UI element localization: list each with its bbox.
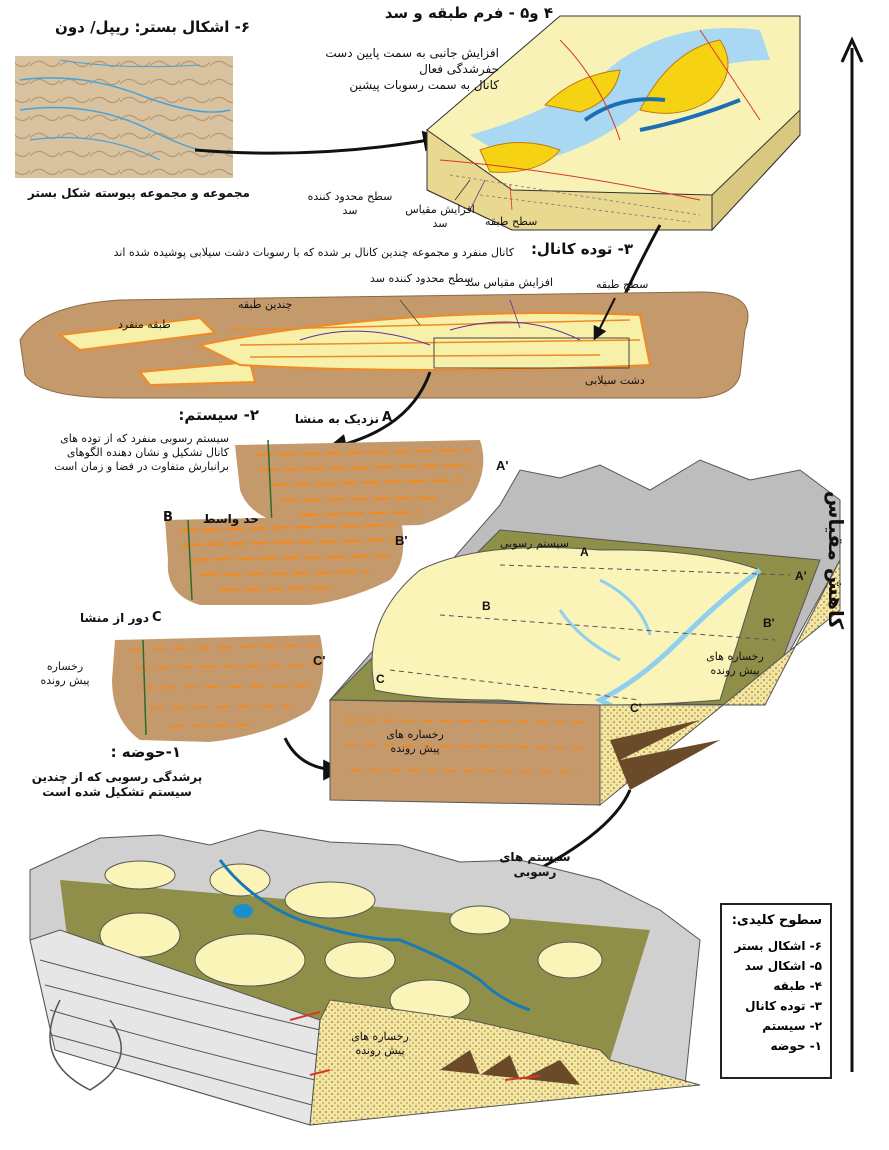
bar-increment-label: افزایش مقیاس سد — [400, 203, 480, 231]
bar-bedset-label: سطح طبقه — [485, 215, 537, 229]
label-c-prime: C' — [313, 653, 325, 668]
level3-title: ۳- توده کانال: — [531, 240, 633, 259]
block-letter-a-prime: A' — [795, 569, 807, 583]
level1-title: ۱-حوضه : — [111, 743, 181, 762]
level45-title: ۴ و۵ - فرم طبقه و سد — [385, 4, 553, 23]
legend-item: ۲- سیستم — [730, 1016, 822, 1036]
system-section-a — [235, 440, 483, 528]
letter-b-label: B — [163, 510, 173, 526]
label-a-prime: A' — [496, 458, 508, 473]
legend-item: ۱- حوضه — [730, 1036, 822, 1056]
block-letter-b: B — [482, 599, 491, 613]
multistory-label: چندین طبقه — [238, 298, 292, 312]
basin-systems-label: سیستم های رسوبی — [490, 850, 580, 880]
legend-title: سطوح کلیدی: — [730, 913, 822, 928]
level45-desc-2: حفرشدگی فعال — [419, 62, 499, 77]
level6-title: ۶- اشکال بستر: ریپل/ دون — [55, 18, 250, 37]
level1-desc: پرشدگی رسوبی که از چندین سیستم تشکیل شده… — [22, 770, 212, 800]
legend-item: ۳- توده کانال — [730, 996, 822, 1016]
channel-bar-surface-label: سطح محدود کننده سد — [370, 272, 473, 286]
legend-item: ۵- اشکال سد — [730, 956, 822, 976]
basin-facies-label: رخساره های پیش رونده — [335, 1030, 425, 1058]
distal-label: دور از منشا — [80, 611, 149, 626]
prograding-facies-label: رخساره پیش رونده — [30, 660, 100, 688]
medial-label: حد واسط — [203, 512, 259, 527]
block-letter-a: A — [580, 545, 589, 559]
block-letter-c: C — [376, 672, 385, 686]
block-facies-side-label: رخساره های پیش رونده — [695, 650, 775, 678]
system-section-b — [165, 515, 403, 605]
label-b-prime: B' — [395, 533, 407, 548]
block-letter-b-prime: B' — [763, 616, 775, 630]
level45-desc-1: افزایش جانبی به سمت پایین دست — [325, 46, 499, 61]
level2-desc: سیستم رسوبی منفرد که از توده های کانال ت… — [54, 432, 229, 473]
level3-desc: کانال منفرد و مجموعه چندین کانال بر شده … — [114, 246, 514, 260]
key-surfaces-legend: سطوح کلیدی: ۶- اشکال بستر ۵- اشکال سد ۴-… — [720, 903, 832, 1079]
letter-c-label: C — [152, 610, 162, 626]
scale-axis-label: کاهش مقیاس — [824, 491, 848, 629]
floodplain-label: دشت سیلابی — [585, 374, 645, 388]
channel-bedset-label: سطح طبقه — [596, 278, 648, 292]
letter-a-label: A — [382, 410, 392, 426]
block-letter-c-prime: C' — [630, 701, 642, 715]
level2-title: ۲- سیستم: — [178, 406, 259, 425]
proximal-label: نزدیک به منشا — [295, 412, 379, 427]
legend-item: ۴- طبقه — [730, 976, 822, 996]
block-facies-front-label: رخساره های پیش رونده — [370, 728, 460, 756]
single-story-label: طبقه منفرد — [118, 318, 171, 332]
channel-increment-label: افزایش مقیاس سد — [465, 276, 553, 290]
basin-block — [30, 830, 700, 1125]
level6-caption: مجموعه و مجموعه پیوسته شکل بستر — [28, 186, 250, 201]
system-section-c — [112, 635, 323, 742]
level45-desc-3: کانال به سمت رسوبات پیشین — [349, 78, 499, 93]
bar-bounding-surface-label: سطح محدود کننده سد — [300, 190, 400, 218]
legend-item: ۶- اشکال بستر — [730, 936, 822, 956]
bedform-photo — [15, 56, 233, 178]
block-system-label: سیستم رسوبی — [500, 537, 569, 551]
